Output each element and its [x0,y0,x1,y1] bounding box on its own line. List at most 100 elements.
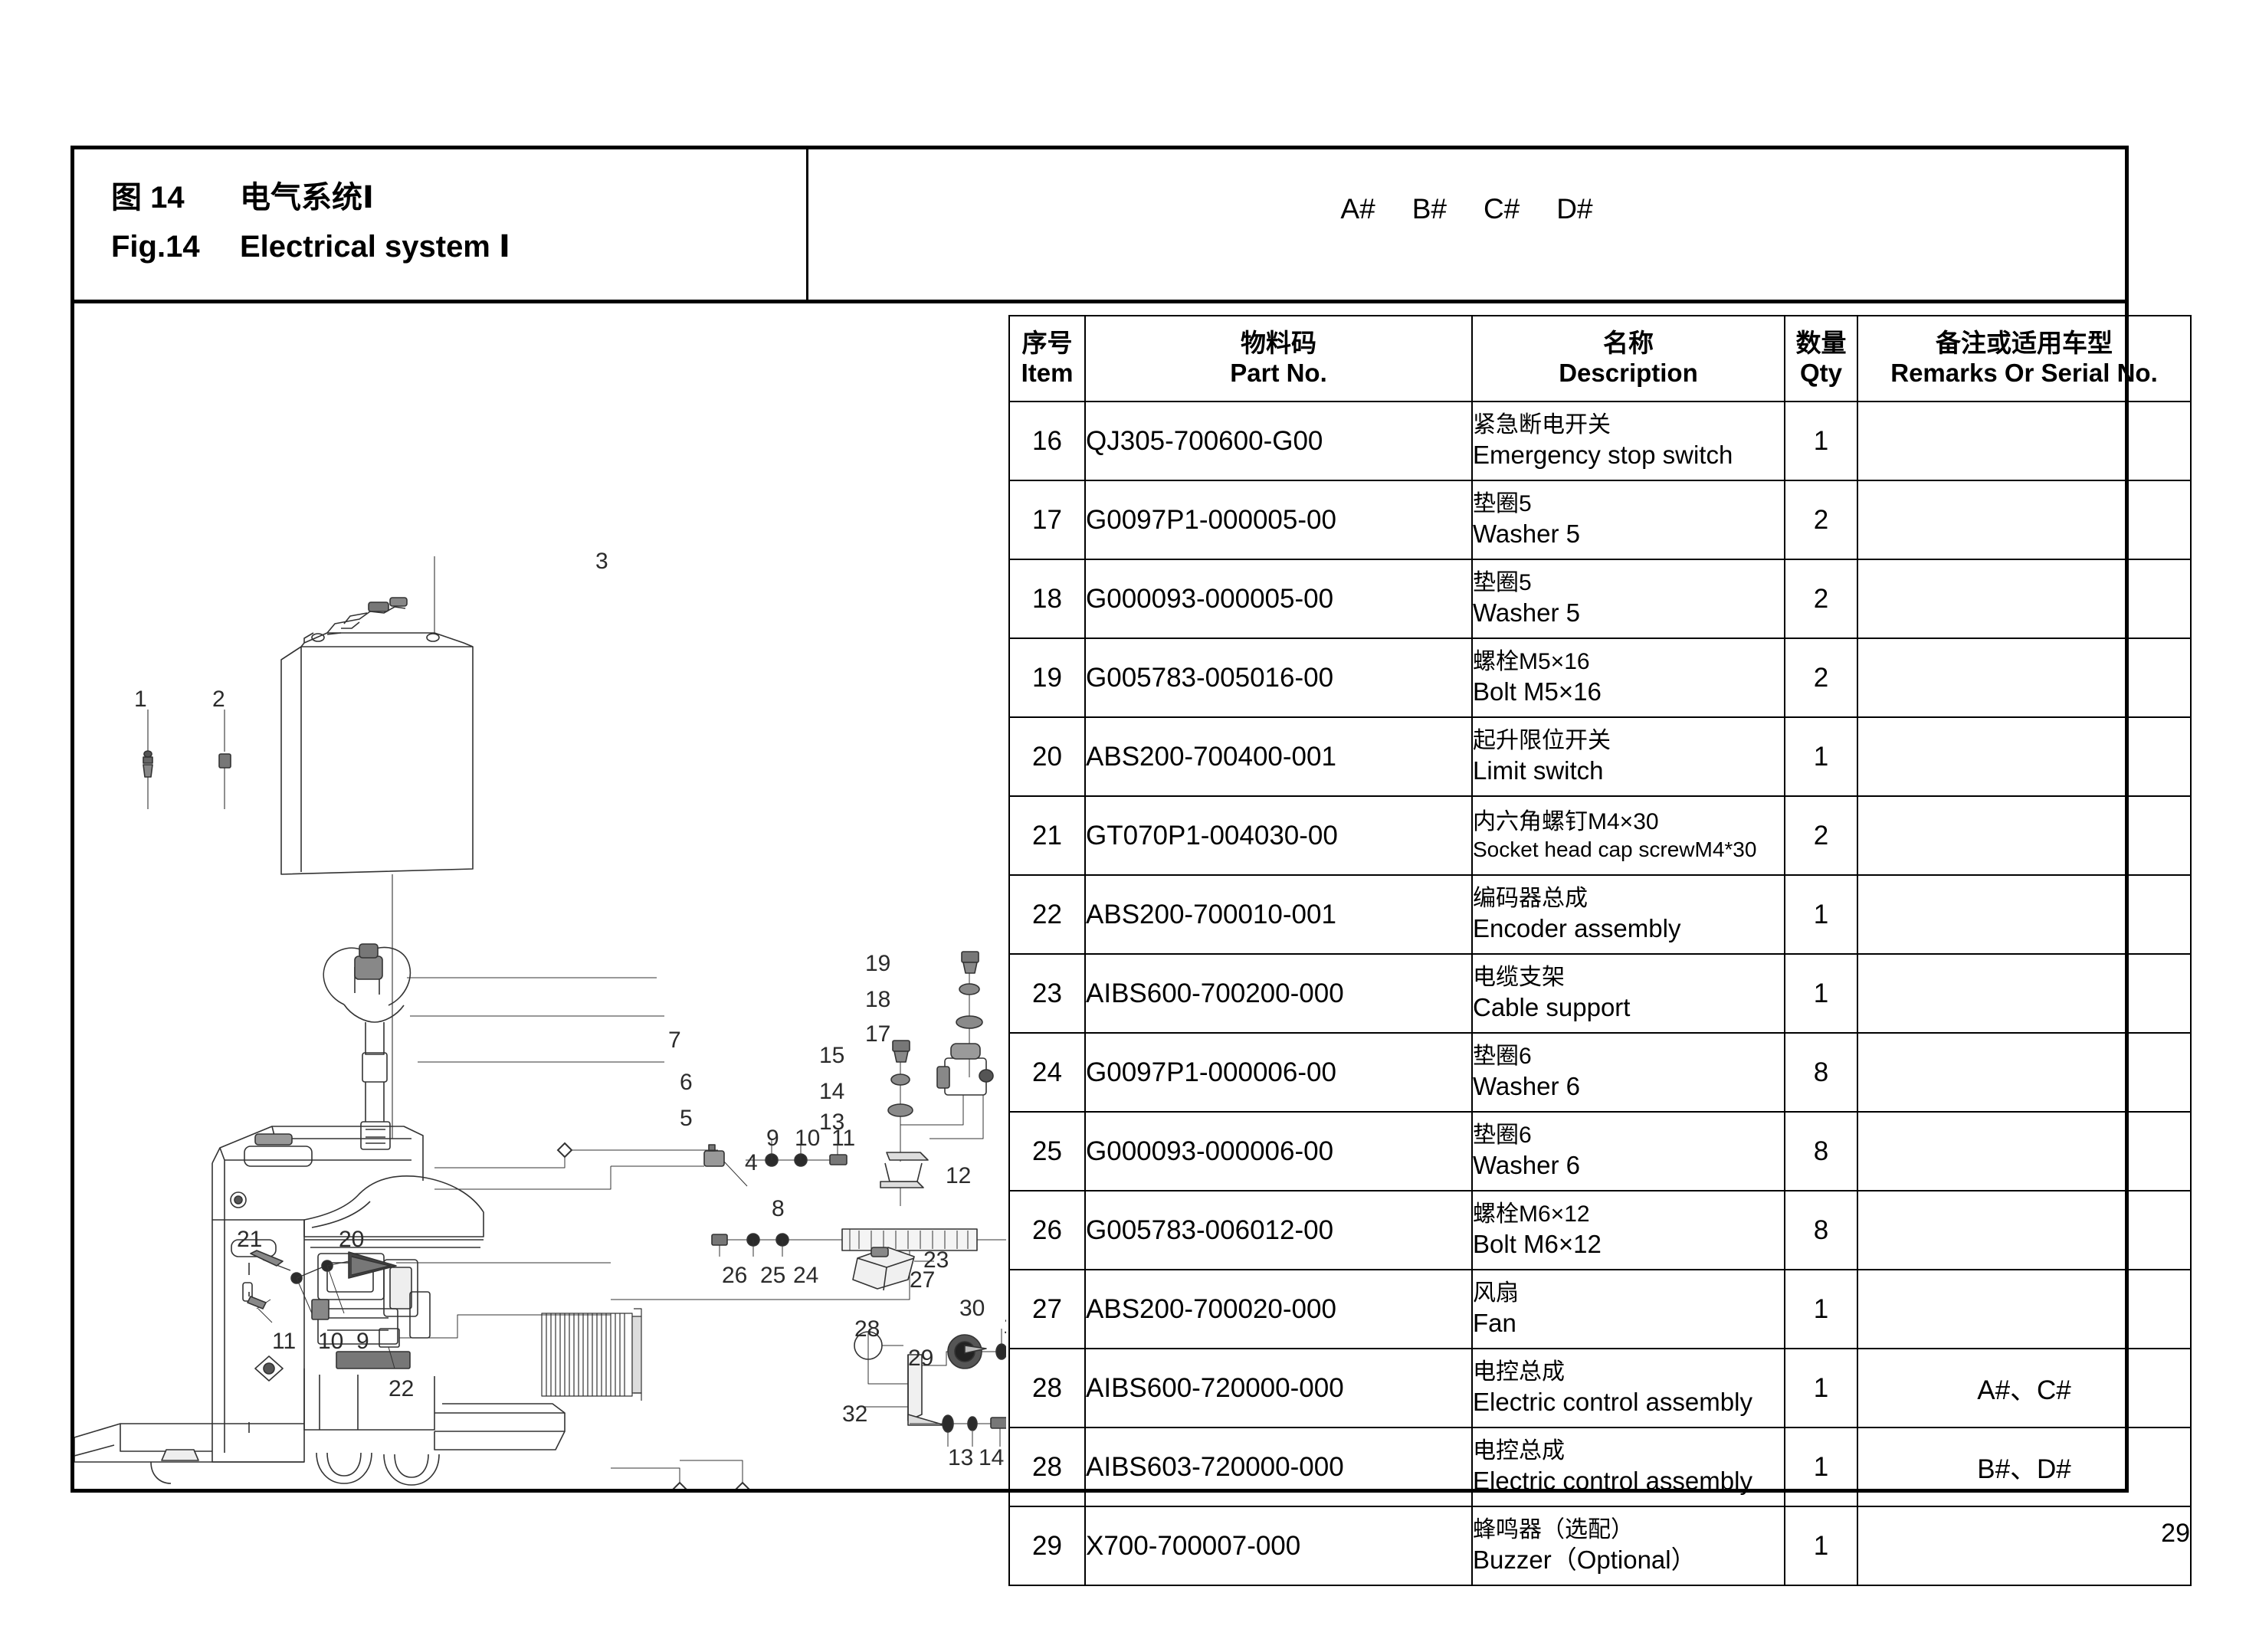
cell-item: 26 [1008,1190,1086,1270]
callout-number: 14 [819,1079,845,1104]
callout-number: 2 [212,687,225,712]
cell-item: 24 [1008,1032,1086,1113]
cell-qty: 1 [1784,1348,1858,1428]
description-english: Fan [1473,1308,1516,1337]
header-remarks-en: Remarks Or Serial No. [1890,359,2158,387]
cell-part-no: AIBS600-720000-000 [1084,1348,1473,1428]
callout-number: 27 [910,1267,936,1293]
description-chinese: 垫圈6 [1473,1044,1532,1070]
cell-remarks [1857,1506,2192,1586]
callout-number: 17 [865,1021,891,1047]
cell-item: 29 [1008,1506,1086,1586]
cell-remarks [1857,953,2192,1034]
assembly-line-art [74,556,1006,1489]
figure-number-chinese: 图 14 [111,181,185,215]
description-english: Washer 5 [1473,598,1580,627]
description-english: Limit switch [1473,756,1604,785]
header-qty-en: Qty [1799,359,1842,387]
callout-number: 5 [680,1106,693,1131]
description-chinese: 垫圈5 [1473,491,1532,517]
callout-number: 14 [979,1445,1005,1470]
cell-part-no: QJ305-700600-G00 [1084,401,1473,481]
callout-number: 29 [908,1346,934,1371]
parts-table-head: 序号 Item 物料码 Part No. 名称 Description 数量 [1008,315,2192,402]
callout-number: 12 [946,1163,972,1188]
cell-remarks [1857,1032,2192,1113]
cell-item: 21 [1008,795,1086,876]
cell-remarks [1857,559,2192,639]
header-qty-cn: 数量 [1795,329,1847,358]
callout-number: 30 [959,1296,985,1321]
cell-remarks [1857,1269,2192,1349]
cell-description: 蜂鸣器（选配）Buzzer（Optional） [1471,1506,1785,1586]
description-chinese: 电缆支架 [1473,965,1565,991]
description-english: Encoder assembly [1473,913,1681,942]
description-chinese: 螺栓M5×16 [1473,649,1590,675]
parts-table: 序号 Item 物料码 Part No. 名称 Description 数量 [1008,315,2192,1586]
cell-remarks [1857,1111,2192,1191]
cell-part-no: G000093-000006-00 [1084,1111,1473,1191]
parts-table-header-row: 序号 Item 物料码 Part No. 名称 Description 数量 [1008,315,2192,402]
cell-qty: 8 [1784,1111,1858,1191]
header-item: 序号 Item [1008,315,1086,402]
callout-number: 13 [1003,1313,1006,1339]
model-code: D# [1556,193,1593,225]
callout-number: 11 [831,1126,856,1151]
cell-qty: 1 [1784,953,1858,1034]
model-code: A# [1340,193,1375,225]
description-english: Buzzer（Optional） [1473,1545,1697,1574]
callout-number: 6 [680,1070,693,1095]
cell-part-no: ABS200-700010-001 [1084,874,1473,955]
figure-number-english: Fig.14 [111,230,200,264]
cell-qty: 8 [1784,1190,1858,1270]
cell-qty: 1 [1784,1269,1858,1349]
applicable-models-block: A#B#C#D# [808,149,2125,300]
cell-qty: 8 [1784,1032,1858,1113]
callout-number: 13 [948,1445,974,1470]
description-chinese: 蜂鸣器（选配） [1473,1517,1634,1543]
description-chinese: 起升限位开关 [1473,728,1611,754]
callout-number: 23 [923,1247,949,1273]
cell-part-no: G005783-005016-00 [1084,638,1473,718]
figure-name-english: Electrical system Ⅰ [240,230,510,264]
header-remarks-cn: 备注或适用车型 [1936,329,2113,358]
cell-item: 28 [1008,1427,1086,1507]
cell-remarks: B#、D# [1857,1427,2192,1507]
cell-remarks: A#、C# [1857,1348,2192,1428]
callout-number: 32 [842,1401,868,1427]
model-code: C# [1483,193,1520,225]
description-english: Bolt M6×12 [1473,1229,1602,1258]
cell-item: 27 [1008,1269,1086,1349]
description-chinese: 内六角螺钉M4×30 [1473,809,1659,835]
description-chinese: 垫圈5 [1473,570,1532,596]
description-english: Cable support [1473,992,1631,1021]
description-english: Socket head cap screwM4*30 [1473,837,1757,861]
description-english: Emergency stop switch [1473,440,1733,469]
callout-number: 9 [766,1126,779,1151]
cell-part-no: AIBS603-720000-000 [1084,1427,1473,1507]
callout-number: 7 [668,1028,681,1053]
cell-remarks [1857,480,2192,560]
cell-remarks [1857,795,2192,876]
description-english: Washer 6 [1473,1071,1580,1100]
callout-number: 11 [272,1329,297,1354]
figure-frame: 图 14 电气系统Ⅰ Fig.14 Electrical system Ⅰ A#… [70,146,2192,1586]
cell-item: 28 [1008,1348,1086,1428]
header-item-en: Item [1021,359,1074,387]
